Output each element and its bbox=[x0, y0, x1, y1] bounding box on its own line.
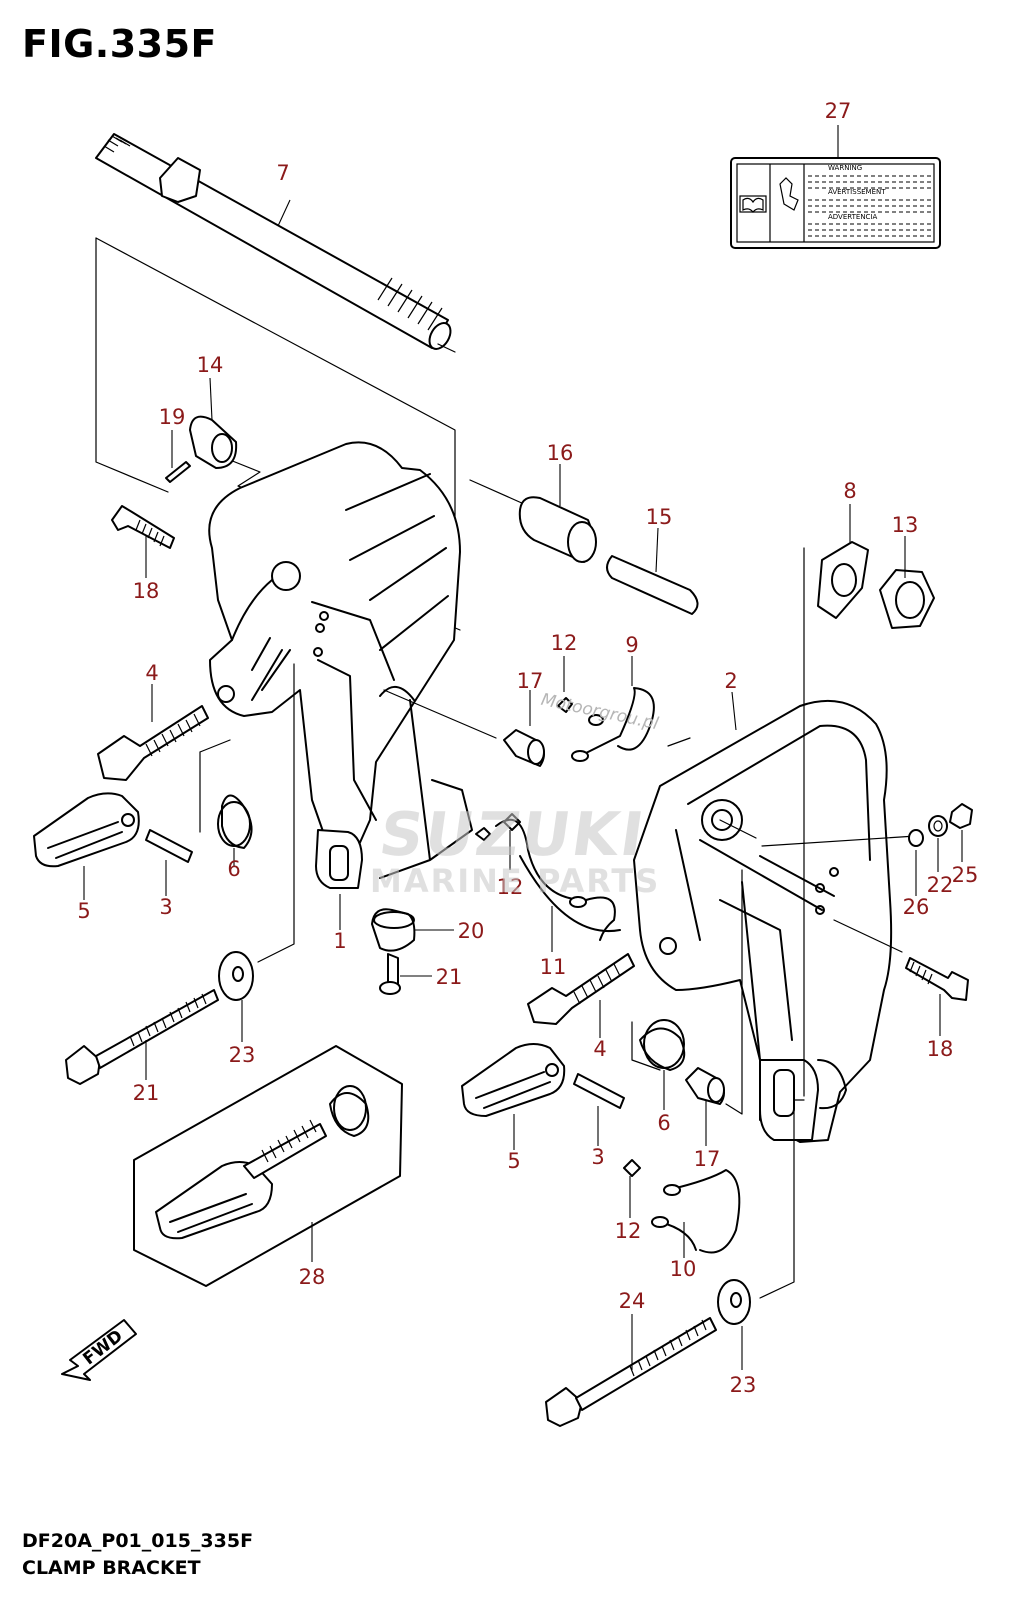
callout-9: 9 bbox=[625, 633, 638, 657]
callout-11: 11 bbox=[540, 955, 567, 979]
callout-21-long: 21 bbox=[133, 1081, 160, 1105]
screw-part-12-lower bbox=[623, 1159, 641, 1218]
figure-code: DF20A_P01_015_335F bbox=[22, 1530, 254, 1552]
callout-5-left: 5 bbox=[77, 899, 90, 923]
long-bolt-part-21 bbox=[65, 989, 219, 1085]
bushing-part-16 bbox=[518, 464, 597, 563]
clamp-handle-part-5-right bbox=[461, 1043, 566, 1150]
watermark-subtitle: MARINE PARTS bbox=[370, 862, 661, 900]
callout-21-small: 21 bbox=[436, 965, 463, 989]
callout-2: 2 bbox=[724, 669, 737, 693]
figure-title: FIG.335F bbox=[22, 22, 218, 66]
callout-1: 1 bbox=[333, 929, 346, 953]
callout-27: 27 bbox=[825, 99, 852, 123]
nut-part-13 bbox=[879, 536, 935, 629]
spacer-part-17-upper bbox=[503, 690, 545, 767]
figure-caption: CLAMP BRACKET bbox=[22, 1557, 201, 1579]
nut-part-25 bbox=[949, 803, 973, 862]
washer-part-23-left bbox=[218, 951, 254, 1042]
watermark-brand: SUZUKI bbox=[375, 800, 650, 870]
callout-8: 8 bbox=[843, 479, 856, 503]
callout-14: 14 bbox=[197, 353, 224, 377]
callout-6-left: 6 bbox=[227, 857, 240, 881]
callout-7: 7 bbox=[276, 161, 289, 185]
ground-wire-part-10 bbox=[651, 1169, 741, 1258]
callout-4-right: 4 bbox=[593, 1037, 606, 1061]
right-clamp-bracket-part-2 bbox=[633, 691, 893, 1143]
pin-part-3-left bbox=[145, 829, 193, 896]
callout-17-lower: 17 bbox=[694, 1147, 721, 1171]
gasket-part-8 bbox=[817, 504, 869, 619]
ground-wire-part-11 bbox=[495, 818, 621, 952]
stopper-part-20 bbox=[371, 908, 454, 952]
screw-part-12-middle bbox=[475, 813, 521, 870]
clamp-kit-part-28 bbox=[133, 1045, 403, 1287]
callout-12-upper: 12 bbox=[551, 631, 578, 655]
callout-12-lower: 12 bbox=[615, 1219, 642, 1243]
callout-4-left: 4 bbox=[145, 661, 158, 685]
advertencia-text: ADVERTENCIA bbox=[828, 213, 878, 221]
callout-12-middle: 12 bbox=[497, 875, 524, 899]
callout-18-upper: 18 bbox=[133, 579, 160, 603]
callout-23-left: 23 bbox=[229, 1043, 256, 1067]
spacer-part-17-lower bbox=[685, 1067, 725, 1146]
callout-19: 19 bbox=[159, 405, 186, 429]
bushing-part-14 bbox=[189, 377, 238, 469]
cap-part-6-right bbox=[639, 1019, 686, 1110]
bolt-part-18-lower bbox=[905, 957, 969, 1036]
callout-3-right: 3 bbox=[591, 1145, 604, 1169]
clamp-handle-part-5-left bbox=[33, 792, 140, 900]
bolt-part-18-upper bbox=[111, 505, 175, 578]
warning-decal-part-27: WARNING AVERTISSEMENT ADVERTENCIA bbox=[730, 125, 941, 249]
pin-part-3-right bbox=[573, 1073, 625, 1146]
pin-part-19 bbox=[165, 430, 191, 483]
warning-text: WARNING bbox=[828, 164, 862, 172]
thumb-screw-part-4-left bbox=[97, 684, 209, 781]
callout-17-upper: 17 bbox=[517, 669, 544, 693]
callout-3-left: 3 bbox=[159, 895, 172, 919]
long-bolt-part-24 bbox=[545, 1314, 717, 1427]
left-clamp-bracket-part-1 bbox=[208, 441, 473, 930]
callout-15: 15 bbox=[646, 505, 673, 529]
washer-part-22 bbox=[928, 815, 948, 872]
callout-6-right: 6 bbox=[657, 1111, 670, 1135]
avertissement-text: AVERTISSEMENT bbox=[828, 188, 886, 196]
thumb-screw-part-4-right bbox=[527, 953, 635, 1038]
callout-10: 10 bbox=[670, 1257, 697, 1281]
callout-24: 24 bbox=[619, 1289, 646, 1313]
callout-5-right: 5 bbox=[507, 1149, 520, 1173]
callout-13: 13 bbox=[892, 513, 919, 537]
pin-part-15 bbox=[606, 527, 699, 615]
callout-22: 22 bbox=[927, 873, 954, 897]
washer-part-26 bbox=[908, 829, 924, 896]
screw-part-12-upper bbox=[557, 656, 573, 713]
callout-28: 28 bbox=[299, 1265, 326, 1289]
callout-18-lower: 18 bbox=[927, 1037, 954, 1061]
callout-23-right: 23 bbox=[730, 1373, 757, 1397]
callout-20: 20 bbox=[458, 919, 485, 943]
fwd-arrow-icon: FWD bbox=[61, 1319, 137, 1381]
callout-26: 26 bbox=[903, 895, 930, 919]
bolt-part-21-small bbox=[379, 953, 432, 995]
callout-16: 16 bbox=[547, 441, 574, 465]
callout-25: 25 bbox=[952, 863, 979, 887]
ground-wire-part-9 bbox=[571, 656, 655, 762]
washer-part-23-right bbox=[717, 1279, 751, 1370]
callout-labels: 7 27 14 19 16 15 8 13 18 4 12 9 17 2 6 5… bbox=[77, 99, 978, 1397]
cap-part-6-left bbox=[217, 794, 253, 866]
tilt-tube-part-7 bbox=[95, 133, 452, 350]
